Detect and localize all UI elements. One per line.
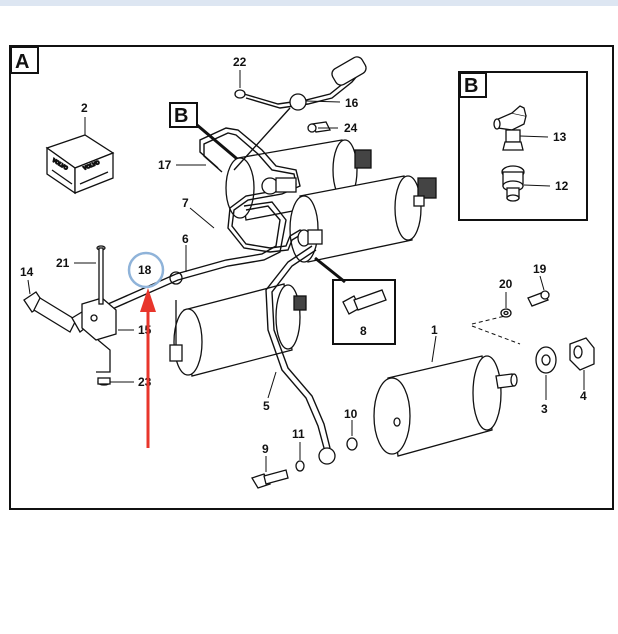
filter-housing-upper-front — [289, 175, 437, 263]
section-a-label: A — [10, 46, 39, 74]
nut-part-4 — [569, 337, 595, 371]
label-5: 5 — [263, 399, 270, 413]
svg-text:12: 12 — [555, 179, 569, 193]
connector-block-part-15 — [81, 297, 117, 373]
top-strip — [0, 0, 618, 6]
svg-text:B: B — [174, 105, 188, 127]
label-9: 9 — [262, 442, 269, 456]
svg-text:13: 13 — [553, 130, 567, 144]
bolt-part-21 — [96, 245, 106, 305]
label-17: 17 — [158, 158, 172, 172]
label-10: 10 — [344, 407, 358, 421]
label-22: 22 — [233, 55, 247, 69]
volvo-can-icon: VOLVO VOLVO — [45, 134, 115, 195]
label-11: 11 — [292, 427, 305, 441]
nut-part-22 — [234, 89, 246, 99]
red-arrow-icon — [140, 288, 156, 448]
svg-text:2: 2 — [81, 101, 88, 115]
label-15: 15 — [138, 323, 152, 337]
label-19: 19 — [533, 262, 547, 276]
fuel-filter-part-1 — [373, 355, 518, 457]
tee-fitting-icon — [493, 105, 527, 151]
label-21: 21 — [56, 256, 70, 270]
bolt-inset-part-8 — [314, 256, 396, 345]
washer-part-11 — [295, 460, 305, 472]
label-20: 20 — [499, 277, 513, 291]
label-1: 1 — [431, 323, 438, 337]
label-6: 6 — [182, 232, 189, 246]
washer-part-10 — [346, 437, 358, 451]
label-14: 14 — [20, 265, 34, 279]
nut-part-23 — [97, 377, 111, 386]
filter-housing-lower — [169, 271, 307, 377]
highlight-circle — [127, 251, 165, 289]
banjo-fittings — [261, 56, 367, 465]
screw-part-19 — [527, 290, 550, 307]
label-3: 3 — [541, 402, 548, 416]
label-4: 4 — [580, 389, 587, 403]
leader-lines — [27, 70, 585, 472]
label-24: 24 — [344, 121, 358, 135]
diagram-frame — [9, 45, 614, 510]
inset-b-box: B 13 12 — [458, 71, 588, 221]
washer-part-3 — [535, 346, 557, 374]
svg-text:B: B — [464, 75, 478, 97]
adapter-fitting-icon — [501, 165, 525, 202]
bolt-part-24 — [307, 121, 331, 133]
hose-fitting-part-14 — [23, 291, 91, 333]
bolt-part-9 — [251, 469, 289, 489]
label-7: 7 — [182, 196, 189, 210]
label-18: 18 — [138, 263, 152, 277]
svg-text:A: A — [15, 51, 29, 73]
label-16: 16 — [345, 96, 359, 110]
label-23: 23 — [138, 375, 152, 389]
label-8: 8 — [360, 324, 367, 338]
washer-part-20 — [500, 308, 512, 318]
